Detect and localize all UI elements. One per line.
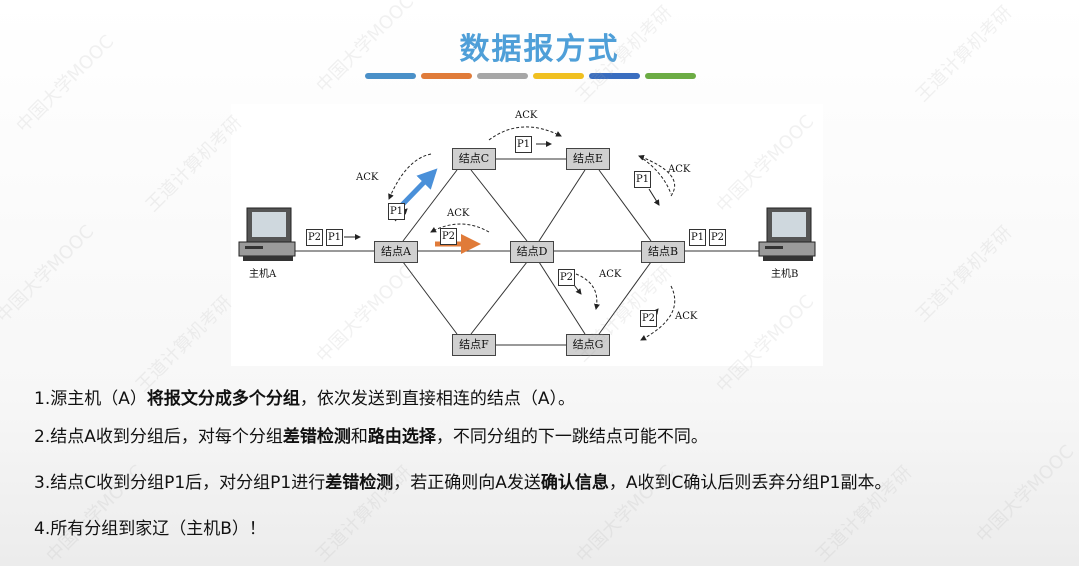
packet-p1-c-e: P1	[515, 136, 532, 153]
host-b-label: 主机B	[771, 269, 799, 280]
title-color-bar	[365, 73, 696, 79]
step-4: 4.所有分组到家辽（主机B）！	[34, 514, 266, 539]
node-b: 结点B	[641, 241, 685, 263]
ack-label-a-c: ACK	[356, 172, 379, 183]
link-D-G	[538, 261, 586, 335]
step-3: 3.结点C收到分组P1后，对分组P1进行差错检测，若正确则向A发送确认信息，A收…	[34, 468, 891, 493]
step-number: 2.	[34, 427, 51, 447]
watermark-text: 中国大学MOOC	[972, 441, 1079, 547]
step-text: 和	[350, 427, 368, 447]
step-number: 3.	[34, 473, 51, 493]
color-bar-3	[477, 73, 528, 79]
step-emphasis: 差错检测	[325, 473, 394, 493]
step-2: 2.结点A收到分组后，对每个分组差错检测和路由选择，不同分组的下一跳结点可能不同…	[34, 422, 708, 447]
packet-p1-e-b: P1	[634, 171, 651, 188]
node-c: 结点C	[452, 148, 496, 170]
link-G-B	[598, 261, 652, 335]
step-emphasis: 差错检测	[282, 427, 351, 447]
ack-label-e-b: ACK	[668, 164, 691, 175]
ack-arc-E-C	[488, 126, 562, 141]
step-1: 1.源主机（A）将报文分成多个分组，依次发送到直接相连的结点（A）。	[34, 384, 575, 409]
step-emphasis: 将报文分成多个分组	[146, 389, 300, 409]
step-text: 所有分组到家辽（主机B）！	[50, 519, 266, 539]
page-title: 数据报方式	[459, 32, 620, 67]
step-text: 结点A收到分组后，对每个分组	[50, 427, 283, 447]
packet-p1-to-c: P1	[388, 203, 405, 220]
packet-p1-hostB: P1	[689, 229, 706, 246]
color-bar-2	[421, 73, 472, 79]
ack-arc-B-E	[638, 154, 676, 197]
packet-p2-hostB: P2	[709, 229, 726, 246]
host-a-label: 主机A	[249, 269, 277, 280]
ack-arc-D-A	[430, 223, 490, 233]
ack-label-d-g: ACK	[599, 269, 622, 280]
ack-arc-G-D	[575, 273, 600, 310]
color-bar-6	[645, 73, 696, 79]
step-text: ，不同分组的下一跳结点可能不同。	[435, 427, 708, 447]
link-D-F	[470, 261, 528, 335]
watermark-text: 王道计算机考研	[912, 222, 1017, 327]
arrow-p1-E-B	[648, 188, 660, 206]
packet-p2-d-g: P2	[558, 269, 575, 286]
packet-p2-g-b: P2	[640, 310, 657, 327]
step-text: 结点C收到分组P1后，对分组P1进行	[50, 473, 326, 493]
step-text: ，A收到C确认后则丢弃分组P1副本。	[608, 473, 892, 493]
ack-arc-C-A	[388, 153, 432, 200]
node-a: 结点A	[374, 241, 418, 263]
link-E-B	[598, 169, 652, 242]
ack-label-a-d: ACK	[447, 208, 470, 219]
step-emphasis: 确认信息	[540, 473, 609, 493]
link-C-D	[470, 169, 528, 242]
ack-arc-B-G	[640, 285, 676, 341]
host-computer-right-icon	[758, 207, 816, 261]
color-bar-5	[589, 73, 640, 79]
node-f: 结点F	[452, 334, 496, 356]
watermark-text: 王道计算机考研	[132, 292, 237, 397]
link-D-E	[538, 169, 586, 242]
step-number: 1.	[34, 389, 51, 409]
step-text: 源主机（A）	[50, 389, 147, 409]
node-d: 结点D	[510, 241, 554, 263]
link-A-F	[402, 261, 458, 335]
packet-p2-to-d: P2	[440, 228, 457, 245]
link-A-C	[402, 169, 458, 242]
color-bar-1	[365, 73, 416, 79]
ack-label-c-e: ACK	[515, 110, 538, 121]
color-bar-4	[533, 73, 584, 79]
packet-p2-hostA: P2	[306, 229, 323, 246]
step-text: ，依次发送到直接相连的结点（A）。	[299, 389, 576, 409]
ack-label-g-b: ACK	[675, 311, 698, 322]
ack-arc-B-E-a	[638, 155, 672, 195]
watermark-text: 中国大学MOOC	[0, 221, 99, 327]
blue-route-arrow	[399, 168, 438, 208]
node-g: 结点G	[566, 334, 610, 356]
step-number: 4.	[34, 519, 51, 539]
packet-p1-hostA: P1	[326, 229, 343, 246]
step-text: ，若正确则向A发送	[393, 473, 541, 493]
node-e: 结点E	[566, 148, 610, 170]
datagram-diagram: 结点C 结点E 结点A 结点D 结点B 结点F 结点G P2 P1 P1 P2 …	[231, 104, 823, 366]
host-computer-left-icon	[238, 207, 296, 261]
step-emphasis: 路由选择	[367, 427, 436, 447]
